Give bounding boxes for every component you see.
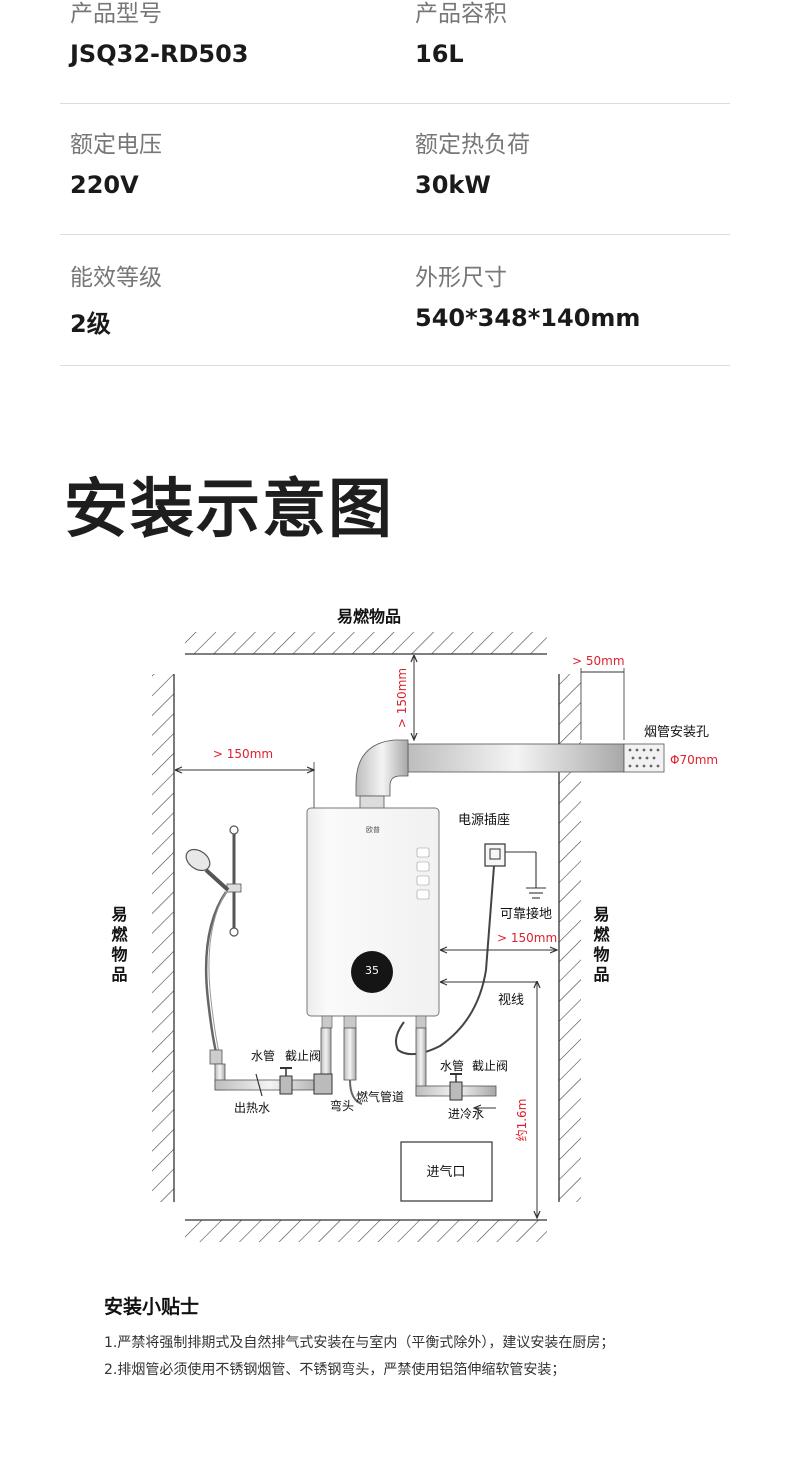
power-socket: [484, 843, 506, 867]
flue-hole-label: 烟管安装孔: [644, 725, 709, 740]
spec-label: 能效等级: [70, 265, 162, 291]
height-label: 约1.6m: [514, 1099, 529, 1142]
ceiling: [185, 632, 547, 655]
left-label-text: 易燃物品: [109, 906, 128, 986]
spec-value: 16L: [415, 40, 464, 68]
water-pipe-left-label: 水管: [251, 1048, 275, 1063]
heater-display: [351, 951, 393, 993]
shower-head: [185, 848, 211, 872]
spec-value: 220V: [70, 171, 139, 199]
spec-row-1: 产品型号 JSQ32-RD503 产品容积 16L: [60, 0, 730, 104]
right-label-text: 易燃物品: [591, 906, 610, 986]
ground-label: 可靠接地: [500, 906, 552, 922]
gas-pipe-label: 燃气管道: [356, 1089, 404, 1104]
spec-label: 产品容积: [415, 1, 507, 27]
display-temperature: 35: [365, 964, 379, 977]
section-title: 安装示意图: [64, 473, 394, 547]
right-flammable-label: 易燃物品: [591, 906, 610, 986]
tips-title: 安装小贴士: [104, 1296, 200, 1318]
tip-item-1: 1.严禁将强制排期式及自然排气式安装在与室内（平衡式除外），建议安装在厨房；: [104, 1335, 615, 1351]
spec-value: JSQ32-RD503: [70, 40, 249, 68]
elbow-label: 弯头: [330, 1098, 354, 1113]
spec-label: 产品型号: [70, 1, 162, 27]
valve-left-label: 截止阀: [285, 1049, 321, 1063]
tip-item-2: 2.排烟管必须使用不锈钢烟管、不锈钢弯头，严禁使用铝箔伸缩软管安装；: [104, 1362, 566, 1378]
water-heater: 欧普 35: [306, 807, 440, 1029]
installation-diagram: 易燃物品 易燃物品 易燃物品 > 50mm 烟管安装孔: [109, 607, 718, 1242]
left-flammable-label: 易燃物品: [109, 906, 128, 986]
spec-value: 30kW: [415, 171, 491, 199]
spec-label: 外形尺寸: [415, 265, 507, 291]
cold-water-in-label: 进冷水: [448, 1107, 484, 1121]
flue-pipe: [355, 739, 665, 813]
heater-fittings: [321, 1015, 427, 1029]
elbow-fitting: [313, 1073, 333, 1095]
dim-left: > 150mm: [213, 747, 273, 761]
flue-vent-holes: [628, 748, 660, 768]
right-valve: [449, 1073, 463, 1101]
spec-value: 2级: [70, 310, 111, 338]
spec-row-2: 额定电压 220V 额定热负荷 30kW: [60, 103, 730, 235]
socket-label: 电源插座: [458, 813, 510, 828]
floor: [185, 1219, 547, 1242]
spec-label: 额定电压: [70, 132, 162, 158]
left-wall: [152, 674, 175, 1202]
flue-diameter: Φ70mm: [670, 753, 718, 767]
sight-line-label: 视线: [498, 993, 524, 1008]
spec-row-3: 能效等级 2级 外形尺寸 540*348*140mm: [60, 234, 730, 366]
top-flammable-label: 易燃物品: [337, 607, 401, 626]
left-plumbing: [214, 1027, 357, 1091]
spec-value: 540*348*140mm: [415, 304, 641, 332]
power-cable: [395, 865, 495, 1056]
spec-label: 额定热负荷: [415, 132, 530, 158]
dim-top: > 150mm: [395, 668, 409, 728]
ground-symbol: [505, 851, 546, 899]
dim-socket: > 150mm: [497, 931, 557, 945]
hot-water-out-label: 出热水: [234, 1101, 270, 1115]
valve-right-label: 截止阀: [472, 1059, 508, 1073]
shower: [185, 825, 242, 1065]
heater-brand: 欧普: [366, 825, 380, 834]
dim-right-wall: > 50mm: [572, 654, 625, 668]
left-valve: [279, 1067, 293, 1095]
control-buttons: [416, 847, 430, 900]
water-pipe-right-label: 水管: [440, 1058, 464, 1073]
shower-hose: [204, 891, 228, 1053]
right-wall: [558, 674, 581, 1202]
air-inlet-label: 进气口: [426, 1164, 465, 1180]
air-inlet: [400, 1141, 493, 1202]
gas-pipe: [349, 1079, 363, 1105]
